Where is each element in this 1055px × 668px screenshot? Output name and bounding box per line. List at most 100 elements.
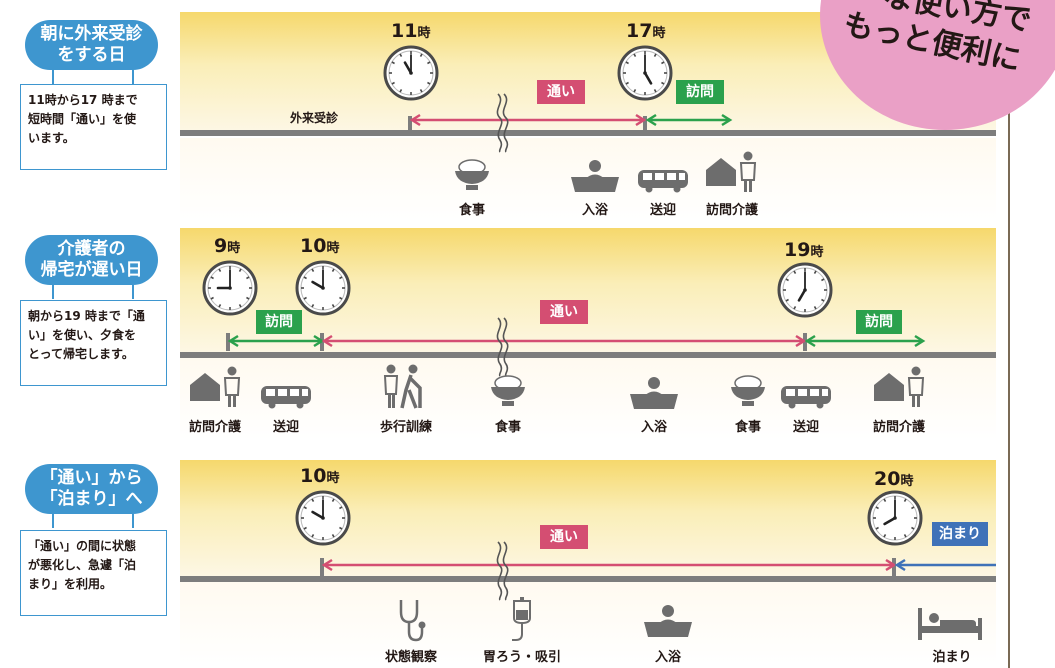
row2-tick-9 <box>226 333 230 351</box>
row2-title-line2: 帰宅が遅い日 <box>40 260 143 280</box>
row2-note-line3: とって帰宅します。 <box>28 347 134 361</box>
clock-17-icon <box>617 45 673 101</box>
bus-icon <box>781 386 831 409</box>
row2-note-line2: い」を使い、夕食を <box>28 328 137 342</box>
row2-icon-meal-label: 食事 <box>494 420 522 435</box>
clock-10-icon <box>295 490 351 546</box>
row2-homon-tag-1: 訪問 <box>256 310 302 334</box>
row3-note-line2: が悪化し、急遽「泊 <box>28 558 137 572</box>
row2-homon-arrow-2 <box>804 334 926 348</box>
row2-timeline <box>180 352 996 358</box>
row1-clock1-hour: 11 <box>391 20 418 42</box>
row2-title-line1: 介護者の <box>57 239 126 259</box>
row2-clock2-hour: 10 <box>300 235 327 257</box>
row1-title-line1: 朝に外来受診 <box>40 24 143 44</box>
row3-bubble-leg <box>132 514 134 528</box>
walking-icon <box>383 364 422 409</box>
hour-hand <box>311 280 325 290</box>
row1-note-line3: います。 <box>28 131 75 145</box>
bath-icon <box>630 377 678 409</box>
row2-clock2-label: 10時 <box>300 235 339 257</box>
row1-clock2-label: 17時 <box>626 20 665 42</box>
meal-icon <box>455 159 489 190</box>
hour-hand <box>883 516 897 526</box>
row3-title-line2: 「泊まり」へ <box>40 489 143 509</box>
row1-title-bubble: 朝に外来受診 をする日 <box>25 20 158 70</box>
row2-icon-walking-label: 歩行訓練 <box>379 420 433 435</box>
row3-tick-10 <box>320 558 324 576</box>
clock-9-icon <box>202 260 258 316</box>
bath-icon <box>644 605 692 637</box>
row1-clock1-unit: 時 <box>417 26 431 41</box>
row1-clock1-label: 11時 <box>391 20 430 42</box>
clock-20-icon <box>867 490 923 546</box>
bus-icon <box>638 170 688 193</box>
row2-tick-19 <box>803 333 807 351</box>
row3-note-line1: 「通い」の間に状態 <box>28 539 137 553</box>
row1-kayoi-tag: 通い <box>537 80 585 104</box>
row2-clock1-unit: 時 <box>227 241 241 256</box>
row2-kayoi-tag: 通い <box>540 300 588 324</box>
row2-bubble-leg <box>132 285 134 299</box>
row2-lower-area <box>180 358 996 440</box>
row1-axis-label: 外来受診 <box>290 111 339 125</box>
row2-icon-homecare-label: 訪問介護 <box>188 420 242 435</box>
row1-homon-tag: 訪問 <box>676 80 724 104</box>
right-border-line <box>1008 0 1010 668</box>
row1-clock2-hour: 17 <box>626 20 653 42</box>
row2-clock3-unit: 時 <box>810 245 824 260</box>
row2-bubble-leg <box>52 285 54 299</box>
row3-tomari-arrow <box>894 558 996 572</box>
row1-icon-bath-label: 入浴 <box>581 203 609 218</box>
row1-note-line2: 短時間「通い」を使 <box>28 112 137 126</box>
hour-hand <box>403 61 413 75</box>
row1-kayoi-arrow <box>409 113 647 127</box>
row3-icon-bed-label: 泊まり <box>932 650 972 665</box>
hour-hand <box>311 510 325 520</box>
row3-note-line3: まり」を利用。 <box>28 577 113 591</box>
row2-note: 朝から19 時まで「通 い」を使い、夕食を とって帰宅します。 <box>20 300 167 386</box>
meal-icon <box>731 375 765 406</box>
row2-clock3-hour: 19 <box>784 239 811 261</box>
row3-note: 「通い」の間に状態 が悪化し、急遽「泊 まり」を利用。 <box>20 530 167 616</box>
row3-clock2-label: 20時 <box>874 468 913 490</box>
row3-icon-bath-label: 入浴 <box>654 650 682 665</box>
row3-clock2-hour: 20 <box>874 468 901 490</box>
row2-icon-bus-label: 送迎 <box>272 420 300 435</box>
row2-icon-bus2-label: 送迎 <box>792 420 820 435</box>
row1-title-line2: をする日 <box>57 45 126 65</box>
row3-icon-ivdrip-label: 胃ろう・吸引 <box>482 650 562 665</box>
row1-icon-bus-label: 送迎 <box>649 203 677 218</box>
bed-icon <box>918 608 982 640</box>
time-break-icon <box>496 93 509 153</box>
row3-clock1-unit: 時 <box>326 471 340 486</box>
row1-homon-arrow <box>645 113 733 127</box>
row3-timeline <box>180 576 996 582</box>
row3-bubble-leg <box>52 514 54 528</box>
row3-tick-20 <box>892 558 896 576</box>
time-break-icon <box>496 541 509 601</box>
row2-icon-bath-label: 入浴 <box>640 420 668 435</box>
row3-title-bubble: 「通い」から 「泊まり」へ <box>25 464 158 514</box>
row1-icon-homecare-label: 訪問介護 <box>705 203 759 218</box>
clock-19-icon <box>777 262 833 318</box>
bath-icon <box>571 160 619 192</box>
row3-icon-stethoscope-label: 状態観察 <box>384 650 438 665</box>
row2-clock1-label: 9時 <box>214 235 240 257</box>
row1-note-line1: 11時から17 時まで <box>28 93 138 107</box>
row1-timeline <box>180 130 996 136</box>
row3-kayoi-tag: 通い <box>540 525 588 549</box>
home-care-icon <box>190 366 241 407</box>
row1-note: 11時から17 時まで 短時間「通い」を使 います。 <box>20 84 167 170</box>
row1-bubble-leg <box>132 70 134 84</box>
hour-hand <box>643 71 653 85</box>
clock-11-icon <box>383 45 439 101</box>
row1-tick-17 <box>643 116 647 134</box>
meal-icon <box>491 375 525 406</box>
row3-clock1-hour: 10 <box>300 465 327 487</box>
row2-icon-meal2-label: 食事 <box>734 420 762 435</box>
row1-bubble-leg <box>52 70 54 84</box>
stethoscope-icon <box>399 600 426 642</box>
row2-note-line1: 朝から19 時まで「通 <box>28 309 145 323</box>
